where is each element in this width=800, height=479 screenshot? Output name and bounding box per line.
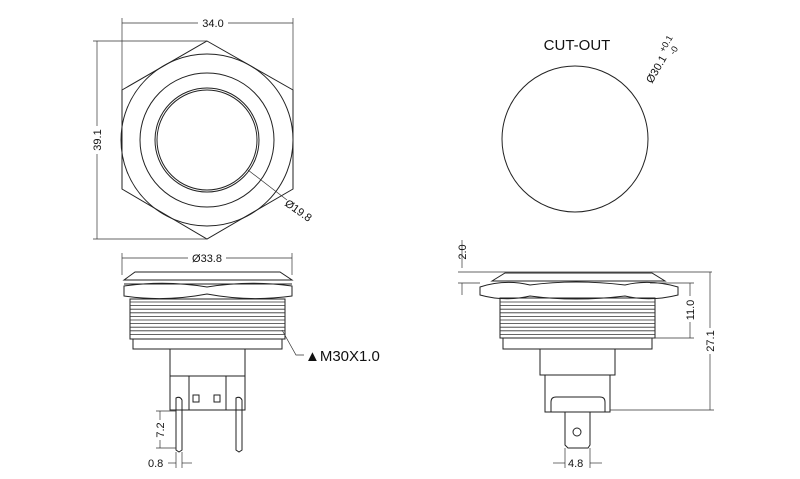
cutout-tol-minus: -0 <box>667 44 680 56</box>
pin-thickness-dimension: 0.8 <box>148 458 163 470</box>
cutout-circle <box>501 65 649 213</box>
tab-width-dimension: 4.8 <box>568 458 583 470</box>
height-dimension: 39.1 <box>92 129 104 150</box>
side-view-right: 2.0 11.0 27.1 4.8 <box>457 240 717 470</box>
thread <box>499 297 656 339</box>
bezel-outer-circle <box>120 53 294 227</box>
nut-side <box>479 281 679 300</box>
cutout-view: CUT-OUT Ø30.1 +0.1 -0 <box>501 34 680 213</box>
nut-side <box>123 282 293 300</box>
total-length-dimension: 27.1 <box>705 330 717 351</box>
thread <box>129 298 286 340</box>
top-view: 34.0 39.1 Ø19.8 <box>90 16 314 240</box>
cap-diameter-dimension: Ø33.8 <box>192 253 222 265</box>
button-outer-circle <box>154 87 260 193</box>
pin-left <box>175 396 183 453</box>
terminal-tab <box>564 412 591 449</box>
cutout-title: CUT-OUT <box>544 37 611 54</box>
inner-diameter-dimension: Ø19.8 <box>282 198 313 225</box>
pin-length-dimension: 7.2 <box>155 422 167 437</box>
bezel-ring-circle <box>139 72 275 208</box>
terminal-hole <box>572 427 582 437</box>
cap-height-dimension: 2.0 <box>457 244 469 259</box>
pin-right <box>235 396 243 453</box>
width-dimension: 34.0 <box>202 18 223 30</box>
thread-spec: ▲M30X1.0 <box>305 348 380 365</box>
side-view-left: Ø33.8 ▲M30X1.0 7.2 0.8 <box>121 251 380 470</box>
thread-length-dimension: 11.0 <box>685 300 697 321</box>
hex-nut-outline <box>121 40 294 240</box>
cutout-diameter: Ø30.1 <box>644 54 669 86</box>
button-inner-circle <box>156 89 258 191</box>
